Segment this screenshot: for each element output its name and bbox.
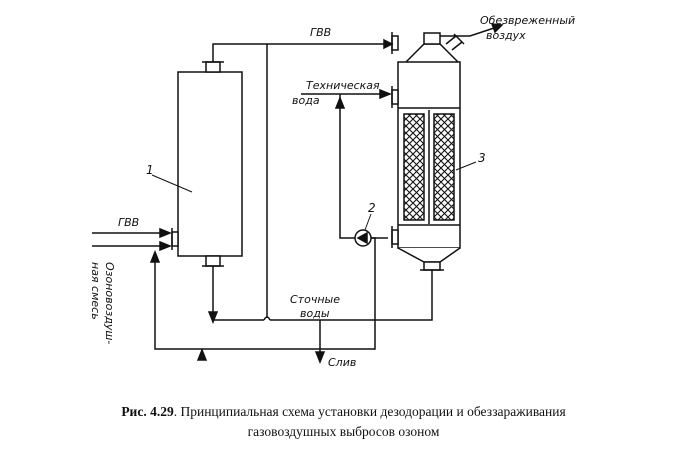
column-bottom-nozzle: [391, 226, 399, 248]
callout-1: 1: [146, 163, 154, 177]
recirculation-line: [339, 94, 355, 239]
waste-line-from-3: [270, 270, 433, 321]
recirculation-arrow: [334, 95, 346, 109]
ozone-mix-arrow: [149, 249, 161, 263]
label-ozone-mix-1: Озоновоздуш-: [103, 262, 116, 344]
leader-2: [364, 213, 372, 231]
label-tech-water-1: Техническая: [306, 79, 380, 92]
clean-air-arrow: [490, 23, 504, 34]
callout-2: 2: [368, 201, 376, 215]
packing-bed-right: [433, 113, 455, 221]
label-gvv-left: ГВВ: [118, 216, 139, 229]
apparatus-1-vessel: [171, 61, 243, 267]
column-gas-inlet-nozzle: [391, 32, 399, 54]
label-gvv-top: ГВВ: [310, 26, 331, 39]
clean-air-line: [440, 25, 501, 37]
caption-text-1: . Принципиальная схема установки дезодор…: [173, 404, 566, 419]
label-drain: Слив: [328, 356, 356, 369]
label-clean-air-1: Обезвреженный: [480, 14, 575, 27]
tech-water-arrow: [379, 88, 393, 100]
gvv-inlet-arrow-1: [159, 227, 173, 239]
figure-caption-line-1: Рис. 4.29. Принципиальная схема установк…: [0, 402, 687, 422]
leader-1: [151, 174, 193, 193]
pump-2: [354, 229, 372, 247]
waste-arrow-from-1: [207, 311, 219, 325]
label-waste-water-1: Сточные: [290, 293, 340, 306]
figure-number: Рис. 4.29: [121, 404, 174, 419]
gvv-line-top: [212, 43, 386, 62]
gvv-inlet-arrow-2: [159, 240, 173, 252]
callout-3: 3: [478, 151, 486, 165]
figure-caption-line-2: газовоздушных выбросов озоном: [0, 422, 687, 442]
pipe-crossing: [263, 316, 271, 321]
label-ozone-mix-2: ная смесь: [89, 262, 102, 320]
label-tech-water-2: вода: [292, 94, 320, 107]
ozone-feed-arrow: [196, 347, 208, 361]
caption-text-2: газовоздушных выбросов озоном: [247, 424, 440, 439]
label-clean-air-2: воздух: [486, 29, 526, 42]
waste-line-from-1: [212, 266, 264, 321]
label-waste-water-2: воды: [300, 307, 330, 320]
packing-bed-left: [403, 113, 425, 221]
leader-3: [455, 161, 477, 171]
column-water-inlet-nozzle: [391, 86, 399, 108]
gvv-top-arrow: [383, 38, 394, 50]
drain-arrow: [314, 351, 326, 365]
